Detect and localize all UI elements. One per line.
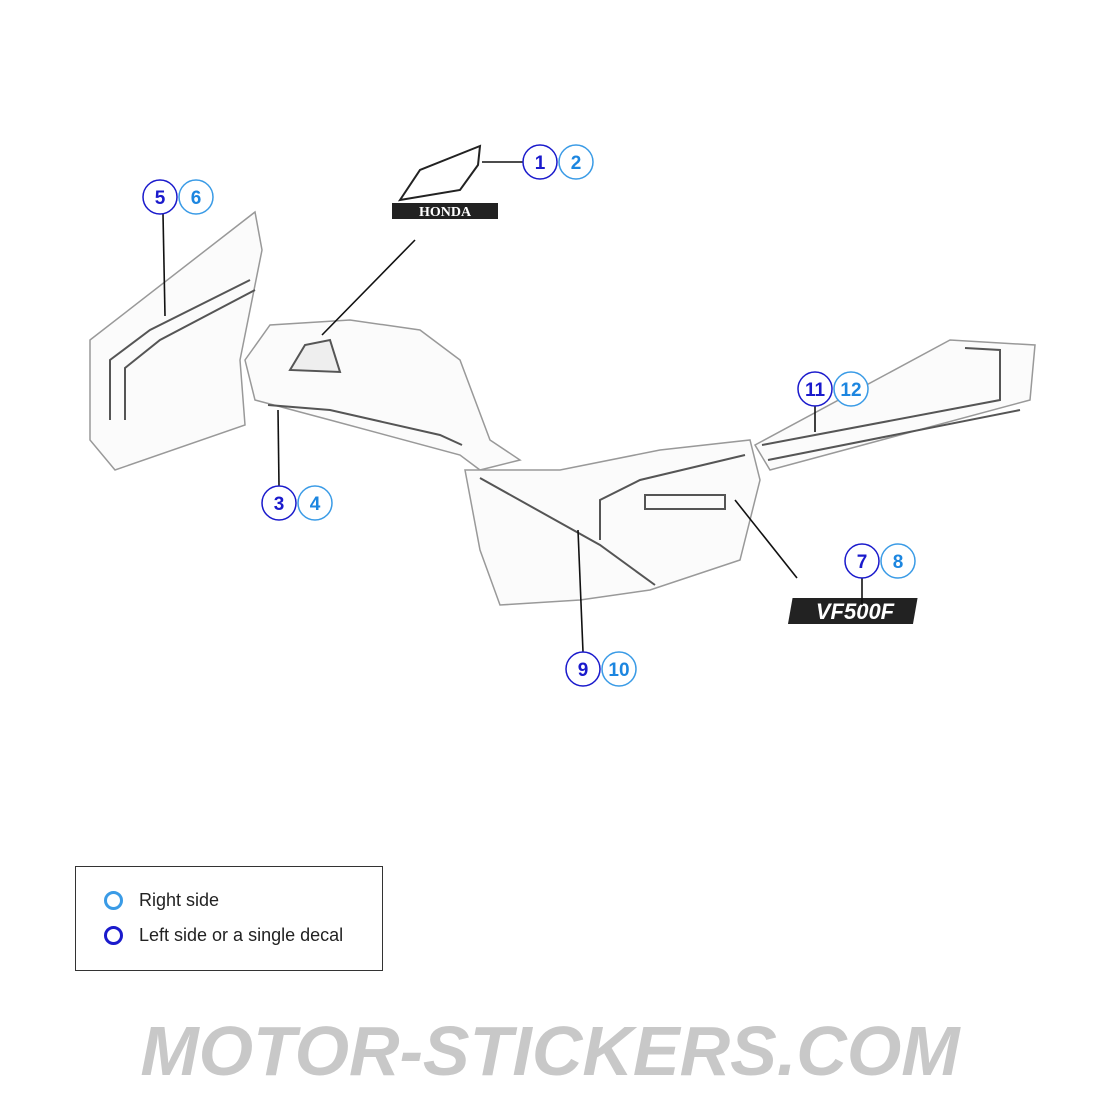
callout-left-circle xyxy=(844,543,880,579)
callout-right-circle xyxy=(297,485,333,521)
callout-left-number: 9 xyxy=(578,660,589,681)
callout-left-number: 1 xyxy=(535,153,546,174)
legend-label: Right side xyxy=(139,890,220,910)
callout-left-circle xyxy=(565,651,601,687)
callout-right-number: 10 xyxy=(608,660,629,681)
callout-right-circle xyxy=(833,371,869,407)
callout-left-number: 7 xyxy=(857,552,868,573)
callout-left-circle xyxy=(261,485,297,521)
leader-lines xyxy=(162,161,863,653)
left-side-ring-icon xyxy=(104,926,123,945)
callout-left-circle xyxy=(522,144,558,180)
callout-left-circle xyxy=(142,179,178,215)
callout-right-number: 2 xyxy=(571,153,582,174)
callout-right-number: 8 xyxy=(893,552,904,573)
fuel-tank xyxy=(244,319,522,471)
tail-section xyxy=(753,339,1036,471)
svg-text:VF500F: VF500F xyxy=(816,599,895,624)
right-side-ring-icon xyxy=(104,891,123,910)
legend-left-side: Left side or a single decal xyxy=(104,925,343,946)
callout-right-number: 4 xyxy=(310,494,321,515)
svg-text:HONDA: HONDA xyxy=(419,205,472,220)
watermark: MOTOR-STICKERS.COM xyxy=(140,1012,961,1090)
callout-left-number: 11 xyxy=(805,380,826,401)
callout-right-number: 12 xyxy=(840,380,861,401)
callout-left-circle xyxy=(797,371,833,407)
legend-right-side: Right side xyxy=(104,890,219,911)
vf500f-logo: VF500F xyxy=(787,598,918,624)
legend-label: Left side or a single decal xyxy=(139,925,344,945)
legend: Right side Left side or a single decal xyxy=(75,866,383,971)
honda-wing-logo: HONDA xyxy=(392,144,498,220)
callout-right-number: 6 xyxy=(191,188,202,209)
side-panel xyxy=(464,439,761,606)
callout-right-circle xyxy=(880,543,916,579)
bike-panels xyxy=(89,210,1036,606)
callout-left-number: 3 xyxy=(274,494,285,515)
callout-right-circle xyxy=(558,144,594,180)
callout-left-number: 5 xyxy=(155,188,166,209)
stripes xyxy=(109,279,1021,586)
callout-right-circle xyxy=(178,179,214,215)
front-fairing xyxy=(89,210,263,471)
callout-right-circle xyxy=(601,651,637,687)
